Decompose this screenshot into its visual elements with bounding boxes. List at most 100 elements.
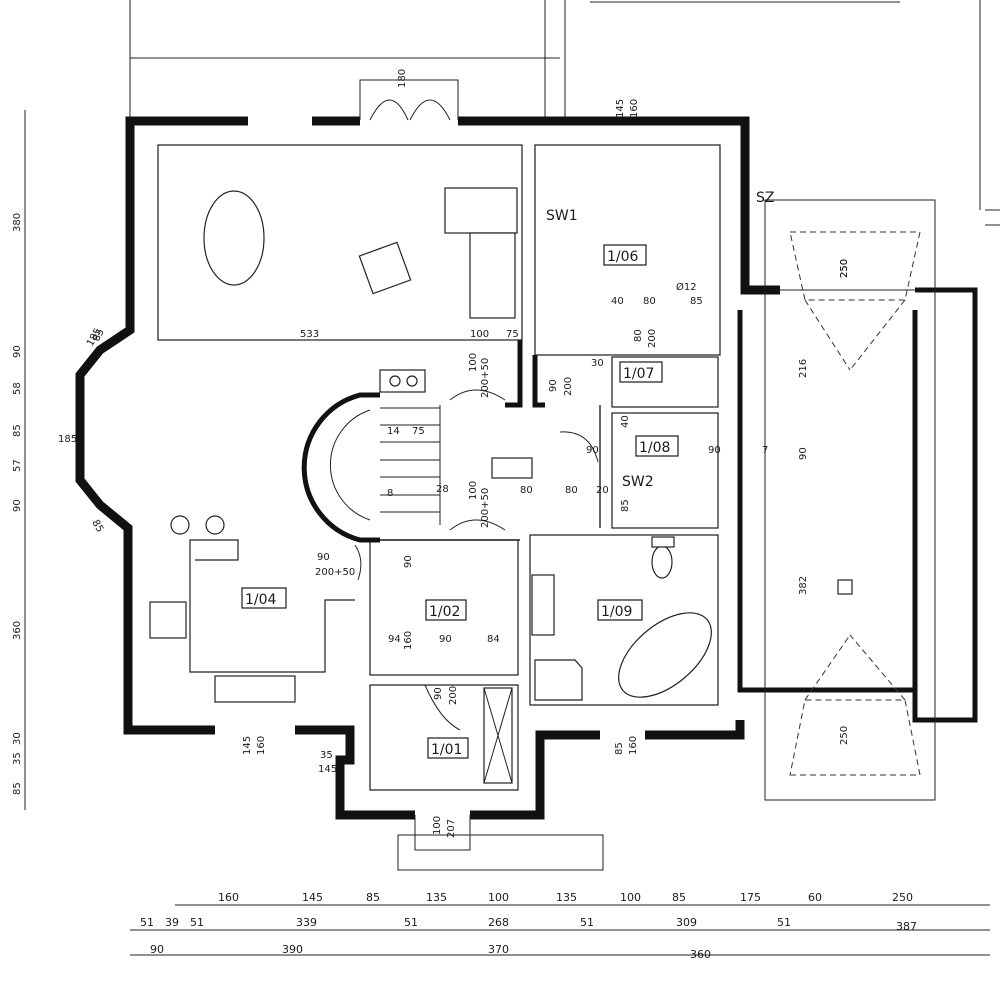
dim-14: 14: [387, 426, 400, 437]
dim-b3-3: 360: [690, 948, 711, 961]
dim-145a: 145: [242, 736, 253, 755]
dim-b1-8: 175: [740, 891, 761, 904]
dim-b2-1: 39: [165, 916, 179, 929]
dim-100d: 100: [432, 816, 443, 835]
dim-80c: 80: [520, 485, 533, 496]
dim-b2-5: 268: [488, 916, 509, 929]
site-lines: [129, 0, 1000, 226]
dim-85b: 85: [620, 499, 631, 512]
dim-80b: 80: [633, 329, 644, 342]
dim-top-250: 250: [839, 259, 850, 278]
dim-left-30: 30: [12, 732, 23, 745]
room-label-1-07: 1/07: [623, 366, 654, 382]
dim-left-85a: 85: [12, 424, 23, 437]
dim-80a: 80: [643, 296, 656, 307]
dim-20: 20: [596, 485, 609, 496]
dim-b3-1: 390: [282, 943, 303, 956]
dim-90f: 90: [439, 634, 452, 645]
room-label-1-08: 1/08: [639, 440, 670, 456]
dim-145b: 145: [318, 764, 337, 775]
room-label-1-02: 1/02: [429, 604, 460, 620]
dim-40a: 40: [611, 296, 624, 307]
dim-200-50b: 200+50: [480, 488, 491, 528]
dim-top-160: 160: [629, 99, 640, 118]
dim-b2-4: 51: [404, 916, 418, 929]
dim-382: 382: [798, 576, 809, 595]
dim-left-85d: 85: [12, 782, 23, 795]
label-sz: SZ: [756, 190, 774, 206]
dim-b1-5: 135: [556, 891, 577, 904]
dim-160b: 160: [256, 736, 267, 755]
dim-94: 94: [388, 634, 401, 645]
dim-left-85c: 85: [89, 518, 105, 535]
dim-left-185: 185: [58, 434, 77, 445]
dim-40b: 40: [620, 415, 631, 428]
dim-85c: 85: [614, 742, 625, 755]
dim-b3-2: 370: [488, 943, 509, 956]
dim-left-57: 57: [12, 459, 23, 472]
room-label-1-04: 1/04: [245, 592, 277, 608]
dim-80d: 80: [565, 485, 578, 496]
dim-7: 7: [762, 445, 768, 456]
dim-85a: 85: [690, 296, 703, 307]
dim-b1-2: 85: [366, 891, 380, 904]
dim-b1-4: 100: [488, 891, 509, 904]
dim-b2-6: 51: [580, 916, 594, 929]
dim-75a: 75: [506, 329, 519, 340]
dim-200-50a: 200+50: [480, 358, 491, 398]
dim-b2-9: 387: [896, 920, 917, 933]
label-sw1: SW1: [546, 208, 578, 224]
dim-b2-7: 309: [676, 916, 697, 929]
dim-left-380: 380: [12, 213, 23, 232]
dim-left-58: 58: [12, 382, 23, 395]
left-dimensions: 380 90 58 85 57 90 185 85 185 85 360 30 …: [12, 110, 107, 810]
dim-200c: 200: [448, 686, 459, 705]
dim-216: 216: [798, 359, 809, 378]
dim-b1-1: 145: [302, 891, 323, 904]
dim-160c: 160: [628, 736, 639, 755]
dim-207: 207: [446, 819, 457, 838]
dim-533: 533: [300, 329, 319, 340]
doors: [354, 79, 604, 871]
dim-160a: 160: [403, 631, 414, 650]
dim-b1-3: 135: [426, 891, 447, 904]
dim-250b: 250: [839, 259, 850, 278]
dim-90h: 90: [798, 447, 809, 460]
dim-top-180: 180: [397, 69, 408, 88]
dim-b1-0: 160: [218, 891, 239, 904]
top-dimensions: 145 160 180 250: [397, 69, 850, 278]
room-labels: 1/01 1/02 1/04 1/06 1/07 1/08 1/09 SW1 S…: [241, 190, 774, 759]
label-flue: Ø12: [676, 281, 697, 293]
dim-b2-2: 51: [190, 916, 204, 929]
dim-30: 30: [591, 358, 604, 369]
dim-left-360: 360: [12, 621, 23, 640]
dim-b1-10: 250: [892, 891, 913, 904]
dim-b1-7: 85: [672, 891, 686, 904]
dim-75b: 75: [412, 426, 425, 437]
dim-90b: 90: [586, 445, 599, 456]
dim-left-35: 35: [12, 752, 23, 765]
dim-200b: 200: [563, 377, 574, 396]
label-sw2: SW2: [622, 474, 654, 490]
dim-84: 84: [487, 634, 500, 645]
dim-left-90b: 90: [12, 499, 23, 512]
dim-35: 35: [320, 750, 333, 761]
dim-90d: 90: [317, 552, 330, 563]
exterior-walls: [75, 116, 978, 820]
dim-200a: 200: [647, 329, 658, 348]
dim-250a: 250: [839, 726, 850, 745]
dim-top-145: 145: [615, 99, 626, 118]
dim-100c: 100: [468, 481, 479, 500]
dim-b1-9: 60: [808, 891, 822, 904]
dim-90e: 90: [403, 555, 414, 568]
staircase: [301, 369, 441, 543]
room-label-1-06: 1/06: [607, 249, 639, 265]
dim-100b: 100: [468, 353, 479, 372]
dim-100a: 100: [470, 329, 489, 340]
bottom-dimensions: 160 145 85 135 100 135 100 85 175 60 250…: [130, 891, 990, 961]
dim-b3-0: 90: [150, 943, 164, 956]
dim-b2-3: 339: [296, 916, 317, 929]
dim-200-50c: 200+50: [315, 567, 355, 578]
room-label-1-09: 1/09: [601, 604, 632, 620]
